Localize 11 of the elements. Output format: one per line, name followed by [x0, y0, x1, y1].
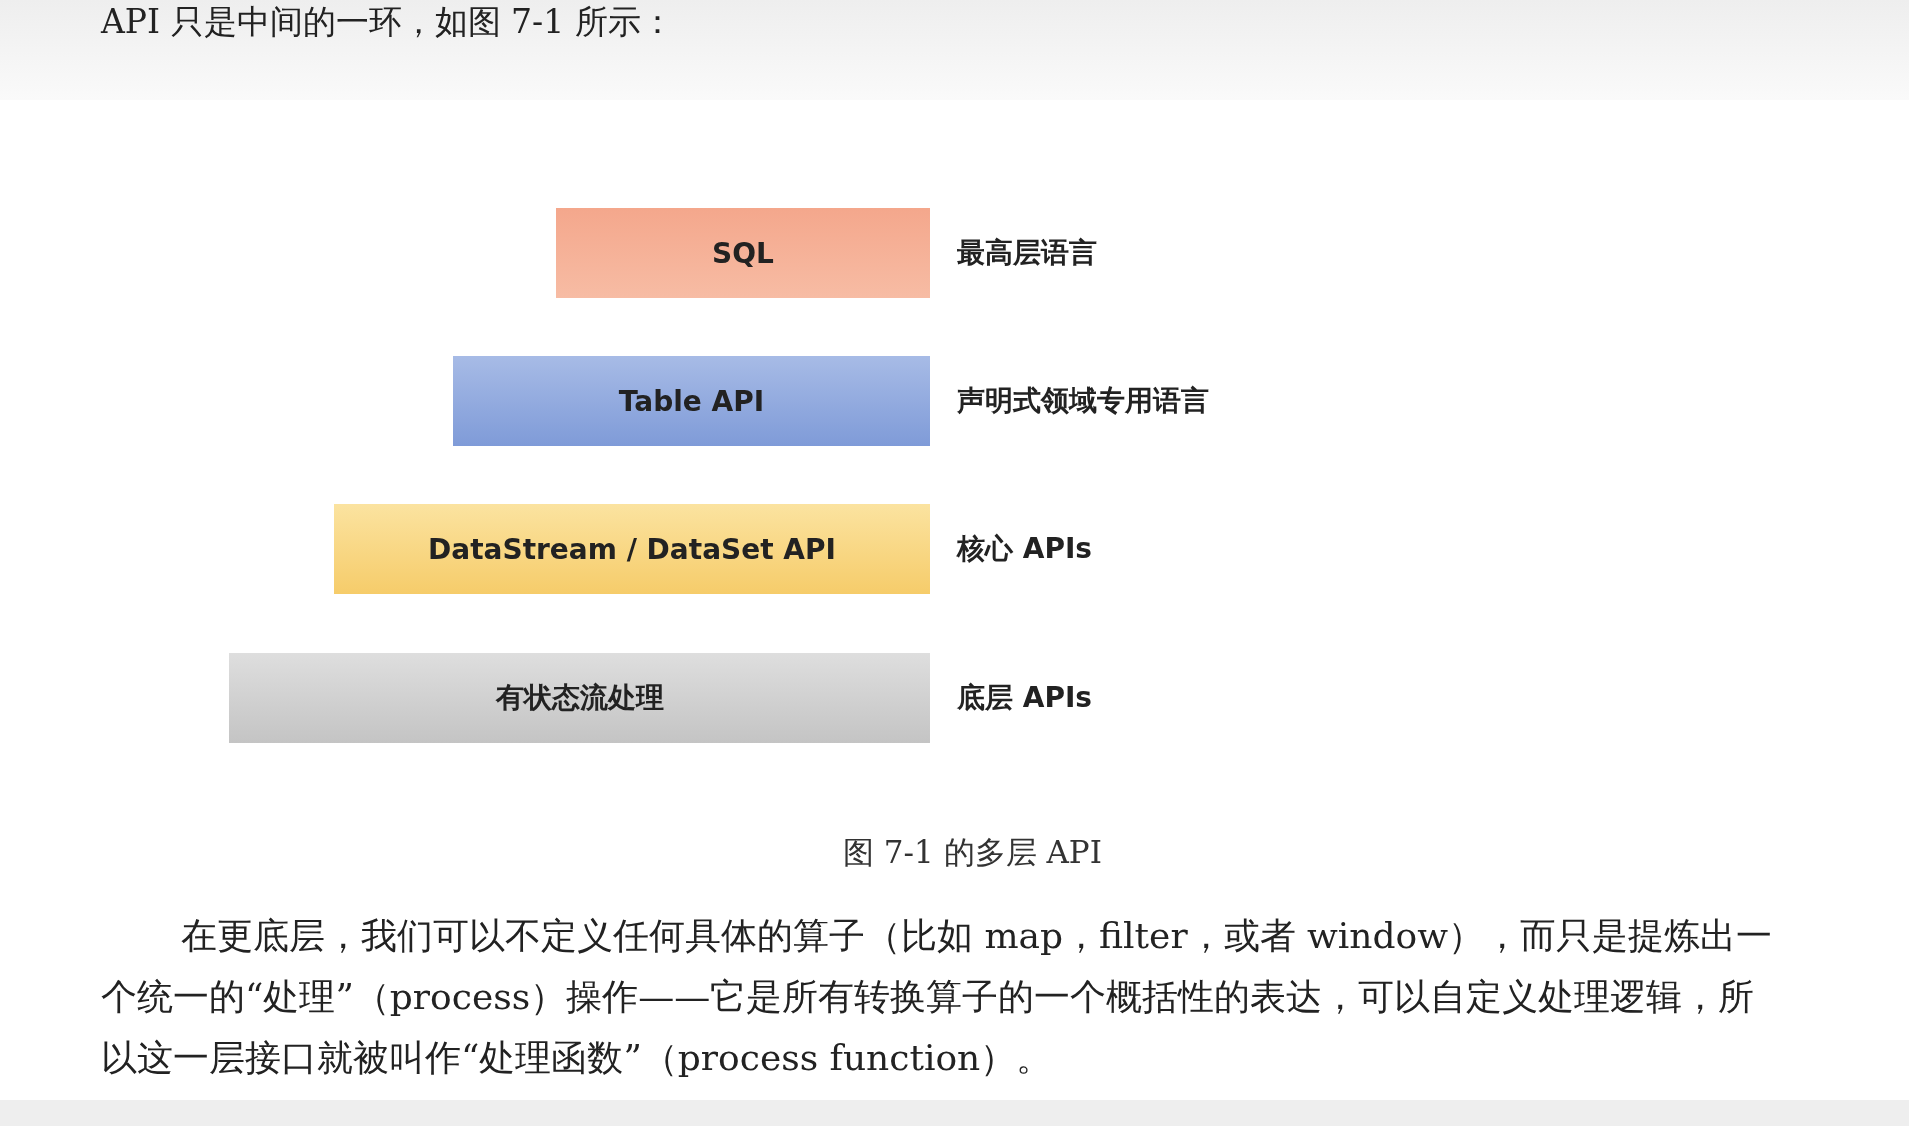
layer-bar: DataStream / DataSet API	[334, 504, 930, 594]
layer-description: 底层 APIs	[957, 680, 1093, 716]
layer-bar: 有状态流处理	[229, 653, 930, 743]
body-text: API 只是中间的一环，如图 7-1 所示：	[101, 1, 674, 43]
layer-bar: SQL	[556, 208, 930, 298]
layer-description: 声明式领域专用语言	[957, 383, 1209, 419]
layer-bar: Table API	[453, 356, 930, 446]
body-paragraph: 在更底层，我们可以不定义任何具体的算子（比如 map，filter，或者 window），而只是提炼出一个统一的“处理”（process）操作——它是所有转换算子的一个概括性的表达，可以自定义处理逻辑，所以这一层接口就被叫作“处理函数”（process function）。	[101, 914, 1774, 1080]
figure-caption: 图 7-1 的多层 API	[842, 833, 1103, 872]
layer-description: 最高层语言	[957, 235, 1097, 271]
layer-description: 核心 APIs	[957, 531, 1093, 567]
